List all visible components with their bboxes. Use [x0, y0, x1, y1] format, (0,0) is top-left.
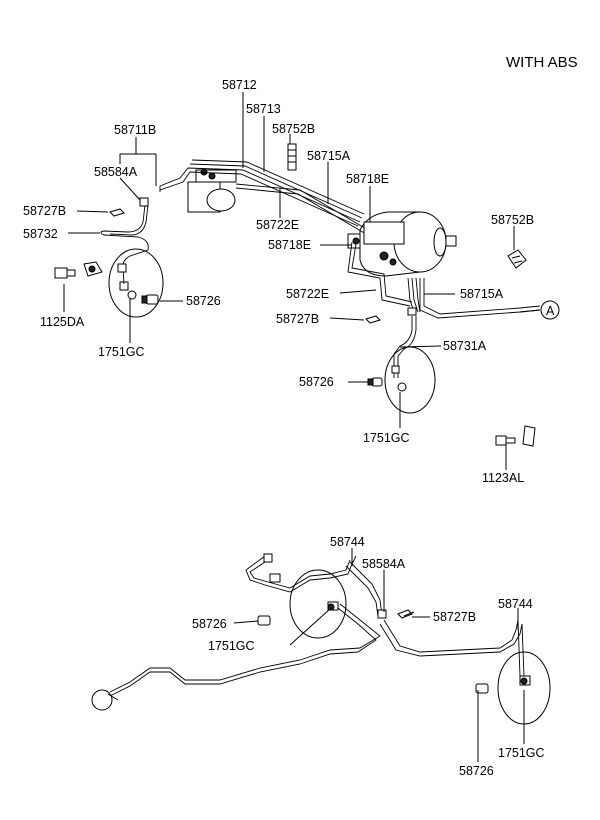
callout-58731a: 58731A: [443, 339, 487, 353]
pipe-bundle-main: [159, 159, 369, 235]
callout-58727b-bottom: 58727B: [433, 610, 476, 624]
master-cylinder-outlet-pipes: [347, 241, 541, 378]
callout-58722e-top: 58722E: [256, 218, 299, 232]
reference-a-label: A: [546, 304, 555, 318]
callout-58722e-mid: 58722E: [286, 287, 329, 301]
upper-assembly: A: [23, 78, 560, 485]
master-cylinder-booster: [347, 211, 457, 277]
callout-58744-right: 58744: [498, 597, 533, 611]
callout-58712: 58712: [222, 78, 257, 92]
callout-1751gc-left: 1751GC: [98, 345, 145, 359]
callout-58711b: 58711B: [114, 123, 156, 137]
callout-58726-bottom-right: 58726: [459, 764, 494, 778]
callout-58744-top: 58744: [330, 535, 365, 549]
callout-58726-mid: 58726: [299, 375, 334, 389]
callout-58584a-bottom: 58584A: [362, 557, 406, 571]
callout-1751gc-mid: 1751GC: [363, 431, 410, 445]
callout-58732: 58732: [23, 227, 58, 241]
callout-58584a-top: 58584A: [94, 165, 138, 179]
leader-lines-lower: [233, 548, 525, 762]
callout-58715a-mid: 58715A: [460, 287, 504, 301]
callout-58715a-top: 58715A: [307, 149, 351, 163]
bolt-1125da: [54, 261, 103, 279]
abs-modulator-unit: [187, 168, 237, 213]
clip-58727b-left: [109, 208, 125, 217]
rear-left-brake-disc: [257, 569, 347, 639]
callout-1123al: 1123AL: [482, 471, 524, 485]
rear-brake-pipes: [91, 553, 525, 711]
callout-58718e-mid: 58718E: [268, 238, 311, 252]
callout-58752b-top: 58752B: [272, 122, 315, 136]
callout-1751gc-bottom-left: 1751GC: [208, 639, 255, 653]
clip-58727b-bottom: [397, 609, 415, 619]
callout-58713: 58713: [246, 102, 281, 116]
reference-circle-a: A: [540, 300, 560, 320]
callout-1751gc-bottom-right: 1751GC: [498, 746, 545, 760]
callout-58726-bottom-left: 58726: [192, 617, 227, 631]
front-right-brake-disc: [367, 346, 436, 414]
clip-58727b-mid: [365, 315, 381, 324]
leader-lines-upper: [63, 92, 541, 470]
callout-58718e-top: 58718E: [346, 172, 389, 186]
front-left-pipe: [100, 197, 149, 285]
lower-assembly: 58744 58584A 58726 58727B 1751GC 58744 1…: [91, 535, 551, 778]
rear-right-brake-disc: [475, 651, 551, 725]
callout-58726-left: 58726: [186, 294, 221, 308]
front-left-brake-disc: [108, 248, 164, 318]
clip-58752b-right: [507, 249, 527, 269]
callout-58727b-left: 58727B: [23, 204, 66, 218]
diagram-title: WITH ABS: [506, 54, 578, 71]
callout-1125da: 1125DA: [40, 315, 85, 329]
callout-58752b-right: 58752B: [491, 213, 534, 227]
clip-58752b-top: [287, 143, 297, 171]
bolt-1123al: [495, 425, 536, 447]
callout-58727b-mid: 58727B: [276, 312, 319, 326]
